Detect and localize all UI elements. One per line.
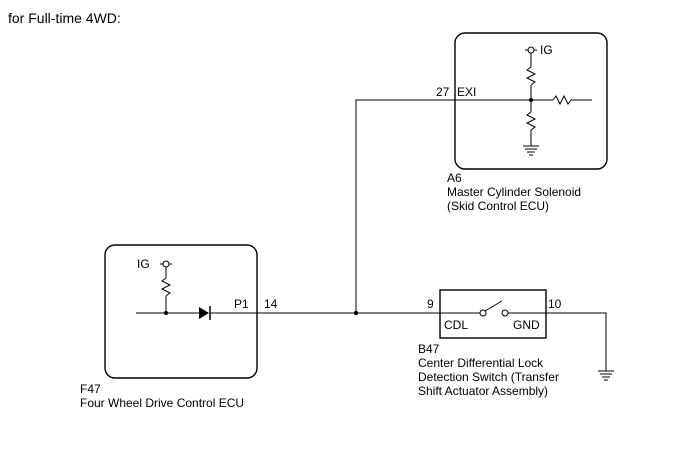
b47-ground-icon [598, 370, 614, 381]
a6-name-line2: (Skid Control ECU) [447, 199, 549, 213]
a6-right-resistor-icon [552, 94, 572, 106]
f47-component-box [104, 244, 258, 379]
b47-switch-icon [440, 300, 546, 317]
f47-pin-name: P1 [234, 297, 249, 311]
a6-pin-name: EXI [457, 85, 476, 99]
diagram-header: for Full-time 4WD: [8, 10, 121, 26]
wire-exi [355, 99, 531, 313]
f47-name-line1: Four Wheel Drive Control ECU [80, 396, 244, 410]
a6-pin-number: 27 [436, 85, 450, 99]
b47-name-line3: Shift Actuator Assembly) [418, 384, 548, 398]
f47-resistor-icon [160, 277, 172, 297]
f47-pin-number: 14 [264, 297, 278, 311]
b47-pin-left-number: 9 [427, 297, 434, 311]
b47-name-line1: Center Differential Lock [418, 356, 544, 370]
a6-ig-label: IG [540, 43, 553, 57]
f47-ig-label: IG [137, 257, 150, 271]
a6-ig-supply-icon [525, 46, 537, 67]
a6-component-box [454, 32, 608, 170]
wire-gnd [546, 312, 607, 371]
a6-lower-resistor-icon [525, 111, 537, 131]
b47-code: B47 [418, 342, 440, 356]
a6-name-line1: Master Cylinder Solenoid [447, 185, 581, 199]
b47-name-line2: Detection Switch (Transfer [418, 370, 559, 384]
f47-code: F47 [80, 382, 101, 396]
f47-ig-supply-icon [160, 260, 172, 278]
a6-ground-icon [523, 145, 539, 156]
b47-pin-right-number: 10 [548, 297, 562, 311]
b47-pin-left-name: CDL [444, 318, 468, 332]
b47-component-box [439, 289, 547, 339]
b47-pin-right-name: GND [513, 318, 540, 332]
a6-code: A6 [447, 171, 462, 185]
a6-upper-resistor-icon [525, 66, 537, 86]
f47-diode-icon [199, 306, 211, 320]
